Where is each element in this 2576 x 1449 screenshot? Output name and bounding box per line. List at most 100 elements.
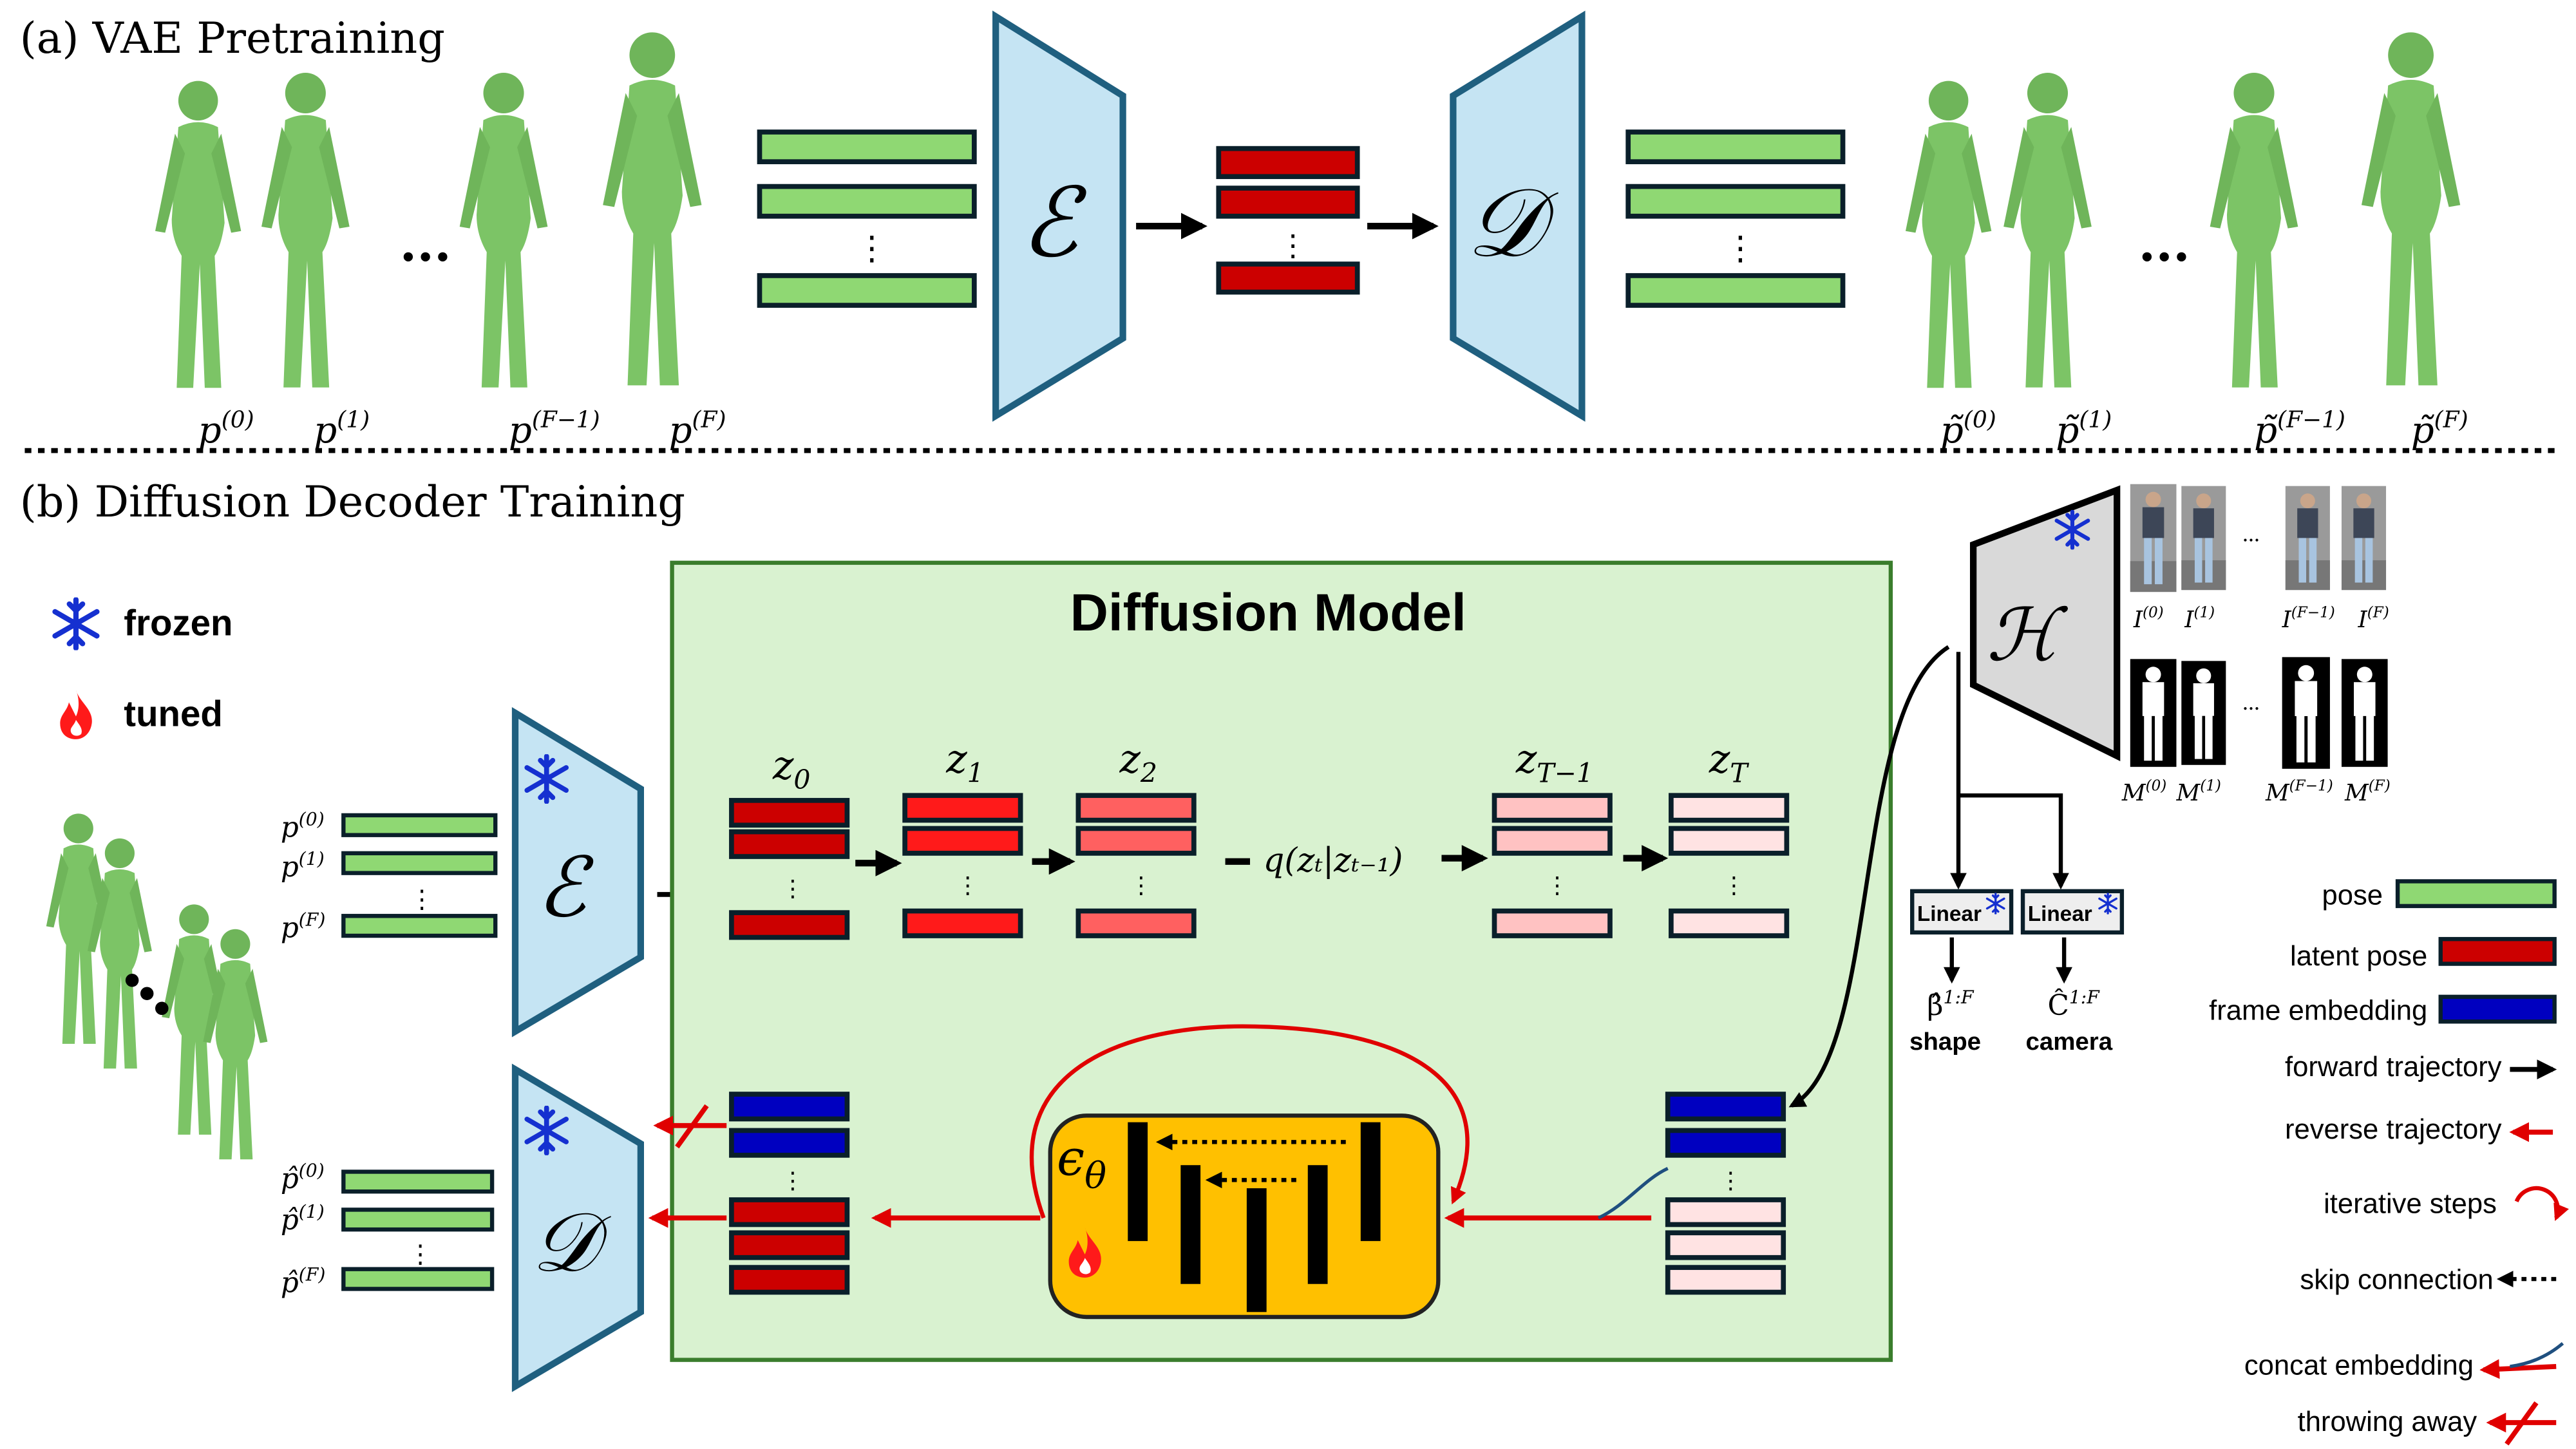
iterative-steps-arrow (1029, 1024, 1470, 1219)
svg-text:⋮: ⋮ (1546, 872, 1569, 898)
svg-text:Linear: Linear (1917, 902, 1982, 926)
concat-embedding-curve (1597, 1167, 1669, 1220)
encoder (992, 10, 1126, 422)
svg-text:M(F): M(F) (2344, 778, 2391, 806)
svg-text:p(F): p(F) (281, 909, 325, 945)
z1-stack (902, 793, 1023, 938)
encoder-symbol: ℰ (536, 840, 594, 936)
vertical-dots: ⋮ (1724, 230, 1757, 267)
input-pose-figures (155, 32, 702, 388)
camera-label: camera (2025, 1028, 2112, 1056)
svg-text:⋮: ⋮ (781, 876, 804, 902)
svg-text:p̂(0): p̂(0) (281, 1160, 325, 1195)
svg-text:p(F): p(F) (668, 407, 726, 451)
legend-forward: forward trajectory (2285, 1052, 2502, 1083)
zT-1-stack (1492, 793, 1613, 938)
input-pose-labels-b: p(0) p(1) p(F) (281, 808, 325, 944)
svg-text:p̃(F): p̃(F) (2411, 407, 2468, 451)
conditioned-noise-stack (1665, 1092, 1786, 1295)
latent-bars (1216, 146, 1360, 295)
svg-text:zT: zT (1709, 735, 1749, 788)
section-b-title: (b) Diffusion Decoder Training (20, 477, 685, 527)
decoder (1450, 10, 1586, 422)
legend-pose-swatch (2395, 879, 2557, 909)
legend-frame-swatch (2438, 994, 2557, 1024)
legend-throw: throwing away (2298, 1406, 2477, 1437)
q-label: q(zₜ|zₜ₋₁) (1264, 841, 1403, 880)
pose-bars-b-output (341, 1170, 495, 1291)
svg-text:p̃(0): p̃(0) (1940, 407, 1996, 451)
mask-labels: M(0) M(1) M(F−1) M(F) (2121, 778, 2391, 806)
linear-shape-head: Linear (1910, 889, 2014, 935)
input-pose-labels: p(0) p(1) p(F−1) p(F) (198, 407, 726, 451)
z2-stack (1075, 793, 1197, 938)
svg-text:z1: z1 (945, 735, 984, 788)
flame-icon (60, 690, 92, 739)
frame-embedding-arrow (1788, 645, 1950, 1108)
pose-bars-output (1625, 129, 1846, 308)
svg-text:⋮: ⋮ (956, 872, 980, 898)
vertical-dots: ⋮ (410, 886, 434, 913)
svg-text:p(F−1): p(F−1) (509, 407, 600, 451)
ellipsis: ... (2242, 689, 2260, 715)
ellipsis: ... (2139, 215, 2190, 273)
legend-skip: skip connection (2300, 1264, 2493, 1295)
svg-text:zT−1: zT−1 (1515, 735, 1593, 788)
legend-throw-icon (2486, 1401, 2557, 1446)
throw-away-arrow (653, 1104, 727, 1149)
svg-text:p(0): p(0) (281, 808, 325, 844)
diffusion-model-title: Diffusion Model (1070, 583, 1466, 642)
ellipsis: ... (2242, 521, 2260, 547)
output-pose-labels-b: p̂(0) p̂(1) p̂(F) (281, 1160, 325, 1299)
legend-pose: pose (2322, 880, 2383, 911)
svg-text:p(1): p(1) (281, 848, 325, 884)
svg-text:p̂(1): p̂(1) (281, 1201, 325, 1236)
svg-text:p(0): p(0) (198, 407, 254, 451)
legend-reverse: reverse trajectory (2285, 1114, 2502, 1145)
vertical-dots: ⋮⋮⋮⋮⋮ (781, 872, 1745, 901)
svg-text:M(0): M(0) (2121, 778, 2166, 806)
legend-concat-icon (2479, 1342, 2564, 1379)
linear-camera-head: Linear (2020, 889, 2125, 935)
svg-text:I(F): I(F) (2358, 604, 2389, 632)
svg-text:I(0): I(0) (2133, 604, 2164, 632)
frozen-label: frozen (124, 603, 232, 643)
encoder-symbol: ℰ (1021, 167, 1087, 279)
legend-concat: concat embedding (2244, 1350, 2474, 1381)
svg-text:p̂(F): p̂(F) (281, 1264, 325, 1300)
svg-text:Linear: Linear (2028, 902, 2092, 926)
unet-layers (1128, 1122, 1381, 1312)
z-labels: z0 z1 z2 zT−1 zT (772, 735, 1749, 795)
walking-figures (46, 813, 268, 1160)
forward-arrows (855, 845, 1669, 876)
legend-latent-swatch (2438, 936, 2557, 966)
legend: pose latent pose frame embedding forward… (2209, 879, 2569, 1446)
snowflake-icon (55, 600, 97, 648)
skip-connections (1155, 1133, 1346, 1189)
vertical-dots: ⋮ (1719, 1168, 1742, 1193)
shape-label: shape (1909, 1028, 1981, 1056)
z0-stack (729, 798, 850, 940)
shape-symbol: β̂1:F (1927, 987, 1975, 1022)
pose-bars-input (757, 129, 977, 308)
ellipsis: ... (400, 215, 451, 273)
image-encoder (1969, 485, 2121, 761)
output-pose-labels: p̃(0) p̃(1) p̃(F−1) p̃(F) (1940, 407, 2468, 451)
vertical-dots: ⋮ (781, 1168, 804, 1193)
vertical-dots: ⋮ (855, 230, 888, 267)
image-encoder-symbol: ℋ (1987, 592, 2069, 677)
legend-iterative-icon (2514, 1186, 2569, 1221)
svg-text:z0: z0 (772, 743, 811, 795)
camera-symbol: Ĉ1:F (2047, 987, 2100, 1022)
svg-text:p̃(F−1): p̃(F−1) (2254, 407, 2345, 451)
svg-text:M(F−1): M(F−1) (2265, 778, 2333, 806)
noise-stacks (729, 793, 1790, 940)
vertical-dots: ⋮ (408, 1241, 432, 1268)
svg-text:p̃(1): p̃(1) (2056, 407, 2112, 451)
svg-text:I(F−1): I(F−1) (2282, 604, 2335, 632)
tuned-label: tuned (124, 694, 222, 734)
svg-text:p(1): p(1) (314, 407, 370, 451)
vertical-dots: ⋮ (1278, 229, 1308, 262)
section-a-title: (a) VAE Pretraining (20, 13, 445, 63)
